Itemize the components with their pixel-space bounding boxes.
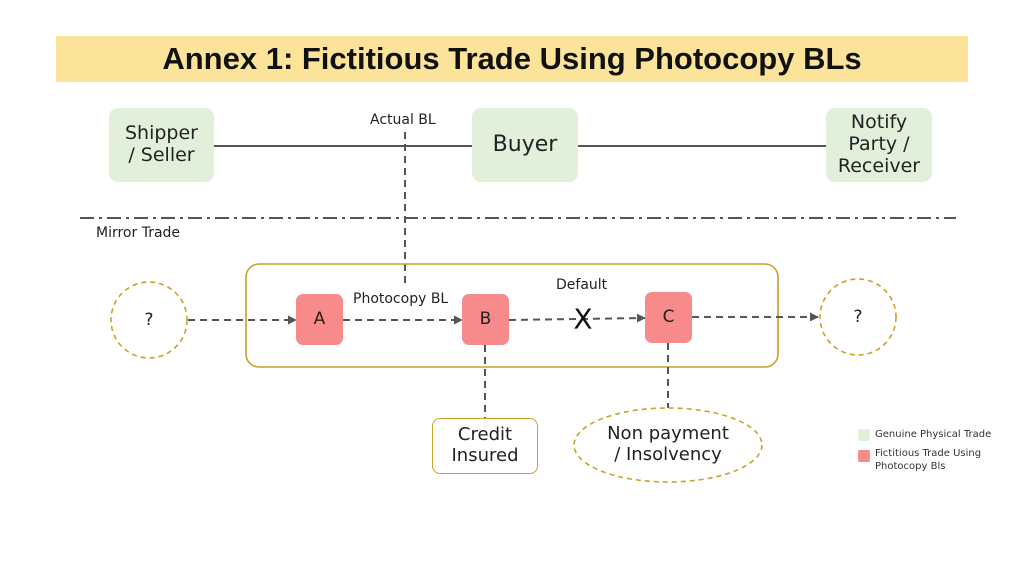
- nonpayment-label: Non payment / Insolvency: [607, 423, 729, 465]
- unknown-right-label: ?: [853, 307, 863, 327]
- arrow-b-to-c: [508, 313, 646, 323]
- actual-bl-label: Actual BL: [370, 112, 436, 128]
- nonpayment-ellipse: [573, 407, 763, 483]
- buyer-node: Buyer: [472, 108, 578, 182]
- party-a-node: A: [296, 294, 343, 345]
- credit-insured-box: Credit Insured: [432, 418, 538, 474]
- legend-genuine-swatch: [858, 429, 870, 441]
- party-c-node: C: [645, 292, 692, 343]
- fictitious-trade-container: [245, 263, 779, 368]
- page-title: Annex 1: Fictitious Trade Using Photocop…: [162, 41, 862, 76]
- notify-party-node: Notify Party / Receiver: [826, 108, 932, 182]
- unknown-left-label: ?: [144, 310, 154, 330]
- title-banner: Annex 1: Fictitious Trade Using Photocop…: [56, 36, 968, 82]
- unknown-party-left: [110, 281, 188, 359]
- legend-fictitious-swatch: [858, 450, 870, 462]
- unknown-party-right: [819, 278, 897, 356]
- legend-genuine-label: Genuine Physical Trade: [875, 429, 992, 440]
- party-b-node: B: [462, 294, 509, 345]
- default-x-mark: X: [573, 302, 593, 336]
- legend-fictitious-label: Fictitious Trade Using Photocopy Bls: [875, 448, 982, 472]
- photocopy-bl-label: Photocopy BL: [353, 291, 449, 307]
- mirror-trade-label: Mirror Trade: [96, 225, 181, 241]
- shipper-seller-node: Shipper / Seller: [109, 108, 214, 182]
- default-label: Default: [556, 277, 608, 293]
